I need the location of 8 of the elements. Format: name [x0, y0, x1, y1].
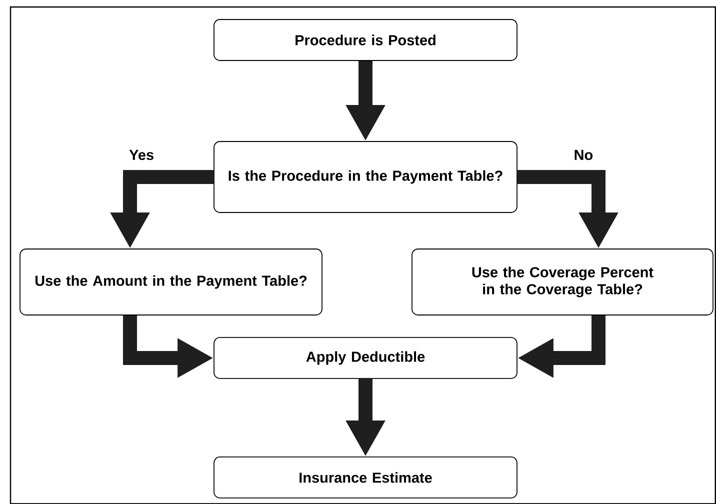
process-box: Apply Deductible	[214, 337, 518, 379]
edge-label: No	[572, 148, 594, 162]
process-box: Procedure is Posted	[214, 19, 518, 61]
process-box: Is the Procedure in the Payment Table?	[214, 141, 518, 213]
process-box: Use the Coverage Percent in the Coverage Table?	[412, 248, 714, 316]
process-box: Use the Amount in the Payment Table?	[20, 248, 322, 316]
edge-label: Yes	[128, 148, 156, 162]
process-box: Insurance Estimate	[214, 456, 518, 498]
